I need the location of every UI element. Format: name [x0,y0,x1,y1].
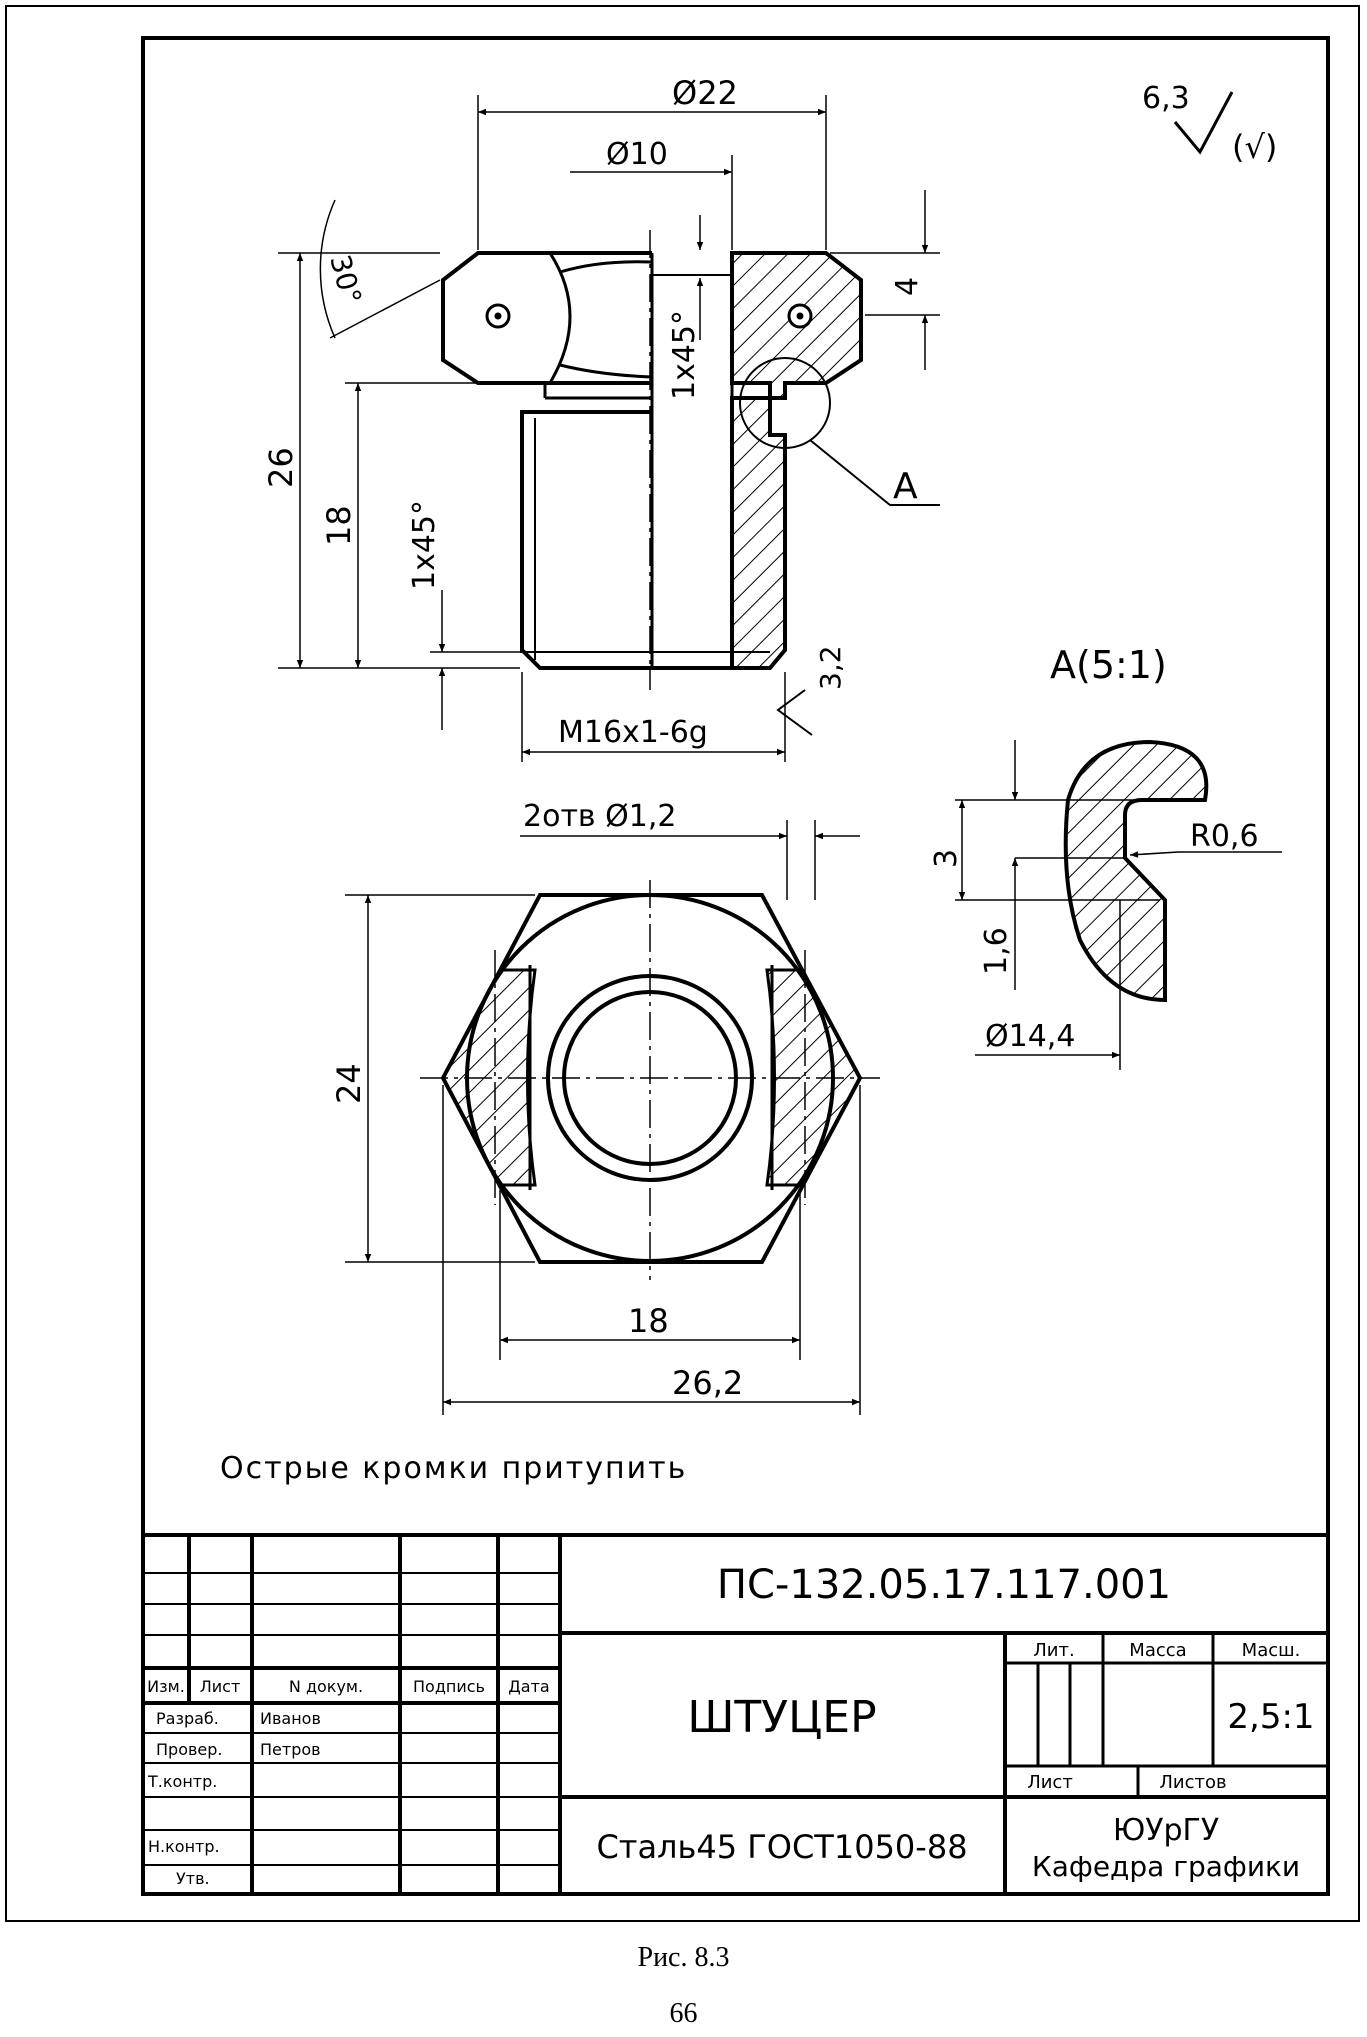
roughness-suffix: (√) [1232,128,1277,166]
dim-thread: M16x1-6g [558,715,708,750]
tb-h-lit: Лит. [1033,1640,1074,1661]
dim-h24: 24 [330,1063,368,1104]
tb-role-razrab: Разраб. [156,1709,219,1728]
dim-h4: 4 [890,277,925,296]
roughness-symbol [1173,91,1234,155]
front-view [441,230,940,690]
page-number: 66 [669,1998,698,2029]
roughness-value: 6,3 [1142,81,1190,116]
figure-caption: Рис. 8.3 [637,1942,730,1973]
tb-h-list2: Лист [1027,1772,1073,1793]
detail-dim-3: 3 [929,849,964,868]
head-chamfer-arc-bottom [559,363,653,379]
dim-chamfer-side: 1x45° [407,500,442,590]
dim-w18: 18 [628,1302,669,1340]
tb-org: ЮУрГУ [1113,1813,1219,1848]
tb-part-name: ШТУЦЕР [687,1692,876,1743]
tb-h-ndoc: N докум. [289,1677,363,1696]
tb-role-utv: Утв. [176,1869,210,1888]
tb-h-massa: Масса [1129,1640,1186,1661]
detail-a-hatch [1063,739,1209,1003]
hex-hatch-right [765,968,862,1187]
dim-h18: 18 [320,505,358,546]
dim-d22: Ø22 [672,74,738,112]
dim-h26: 26 [262,447,300,488]
head-chamfer-arc-top [559,260,653,274]
tb-dept: Кафедра графики [1032,1850,1300,1883]
dim-angle-30: 30° [323,251,368,307]
tb-name-razrab: Иванов [260,1709,321,1728]
thread-left-outline [520,410,732,670]
sheet-outer-border [5,5,1360,1922]
drawing-note: Острые кромки притупить [220,1451,687,1486]
tb-material: Сталь45 ГОСТ1050-88 [596,1828,967,1866]
dim-d10: Ø10 [606,137,668,172]
tb-h-izm: Изм. [147,1677,185,1696]
detail-dim-16: 1,6 [979,927,1014,975]
title-block [141,1533,1330,1896]
detail-a-marker [739,357,831,449]
tb-h-list: Лист [200,1677,241,1696]
head-left-outline [441,251,652,385]
detail-a-dimensions [955,740,1282,1070]
top-view [420,880,880,1280]
detail-dim-d144: Ø14,4 [985,1019,1075,1054]
tb-h-masht: Масш. [1242,1640,1301,1661]
dim-holes: 2отв Ø1,2 [523,799,676,834]
tb-role-tkontr: Т.контр. [147,1772,217,1791]
detail-dim-r06: R0,6 [1190,819,1259,854]
tb-scale: 2,5:1 [1227,1697,1314,1737]
tb-h-listov: Листов [1159,1772,1226,1793]
dim-chamfer-top: 1x45° [667,310,702,400]
tb-h-data: Дата [508,1677,549,1696]
dim-w262: 26,2 [672,1364,743,1402]
section-ref-label: A [893,466,918,507]
tb-designation: ПС-132.05.17.117.001 [717,1562,1171,1608]
detail-a-view [1063,739,1209,1003]
head-left-bulge [548,252,572,384]
thread-section-hatch [730,396,787,670]
dim-rough-thread: 3,2 [814,645,847,690]
tb-role-prover: Провер. [156,1740,223,1759]
tb-h-podpis: Подпись [413,1677,485,1696]
hole-left [485,303,511,329]
detail-title: A(5:1) [1050,643,1167,687]
tb-name-prover: Петров [260,1740,321,1759]
top-view-dimensions [345,820,861,1415]
tb-role-nkontr: Н.контр. [148,1837,220,1856]
front-view-dimensions [278,95,940,762]
